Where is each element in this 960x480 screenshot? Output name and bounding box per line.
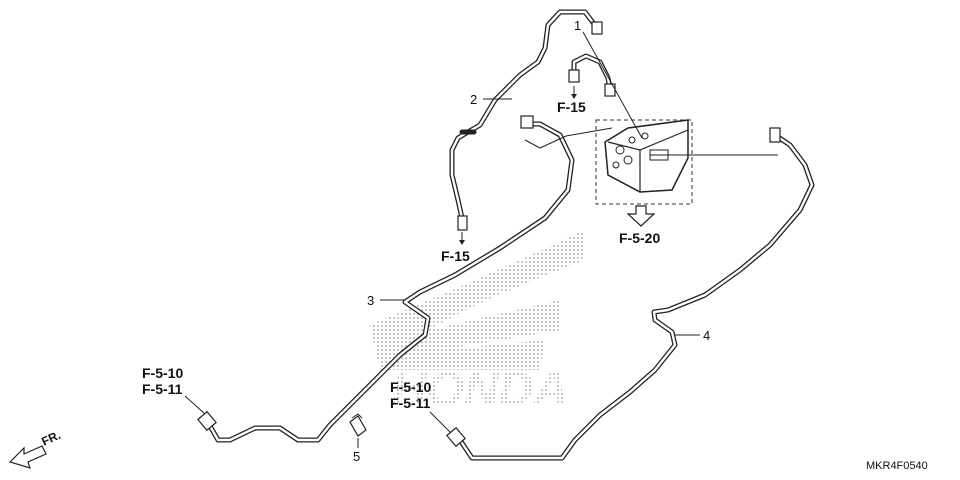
arrowhead-top-f-15 [571,94,577,99]
abs-dashed-outline [595,119,693,205]
front-label: FR. [39,428,62,449]
pipe-4-lower-fitting [446,426,466,448]
pipe-4-upper-fitting [769,127,781,143]
pipe-2-upper-fitting [591,21,603,35]
callout-4: 4 [703,328,710,343]
abs-modulator [595,119,693,205]
arrowhead-mid-f-15 [459,240,465,245]
pipe-3-lower-fitting [197,410,217,432]
front-arrow-icon [8,445,47,469]
ref-mid-f-5-11[interactable]: F-5-11 [390,395,431,411]
leader-lines [184,31,778,448]
ref-mid-f-5-10[interactable]: F-5-10 [390,379,431,395]
brake-pipe-2 [449,9,603,231]
pipe-2-lower-fitting [457,215,468,231]
brake-pipe-short [568,53,616,97]
short-pipe-fitting-a [568,69,580,83]
ref-top-f-15[interactable]: F-15 [557,99,586,115]
callout-1: 1 [574,18,581,33]
front-direction-indicator: FR. [8,428,63,469]
callout-5: 5 [353,449,360,464]
diagram-code: MKR4F0540 [866,460,928,472]
bleeder-part-5 [349,413,367,437]
ref-left-f-5-10[interactable]: F-5-10 [142,365,183,381]
pipe-3-upper-fitting [520,115,534,129]
ref-left-f-5-11[interactable]: F-5-11 [142,381,183,397]
ref-mid-f-15[interactable]: F-15 [441,248,470,264]
brake-pipe-3 [197,115,575,443]
ref-f-5-20[interactable]: F-5-20 [619,230,660,246]
arrow-to-f-5-20 [626,205,656,227]
brake-pipe-4 [446,127,815,461]
honda-watermark-text: HONDA [392,363,568,416]
callout-3: 3 [367,293,374,308]
callout-2: 2 [470,92,477,107]
